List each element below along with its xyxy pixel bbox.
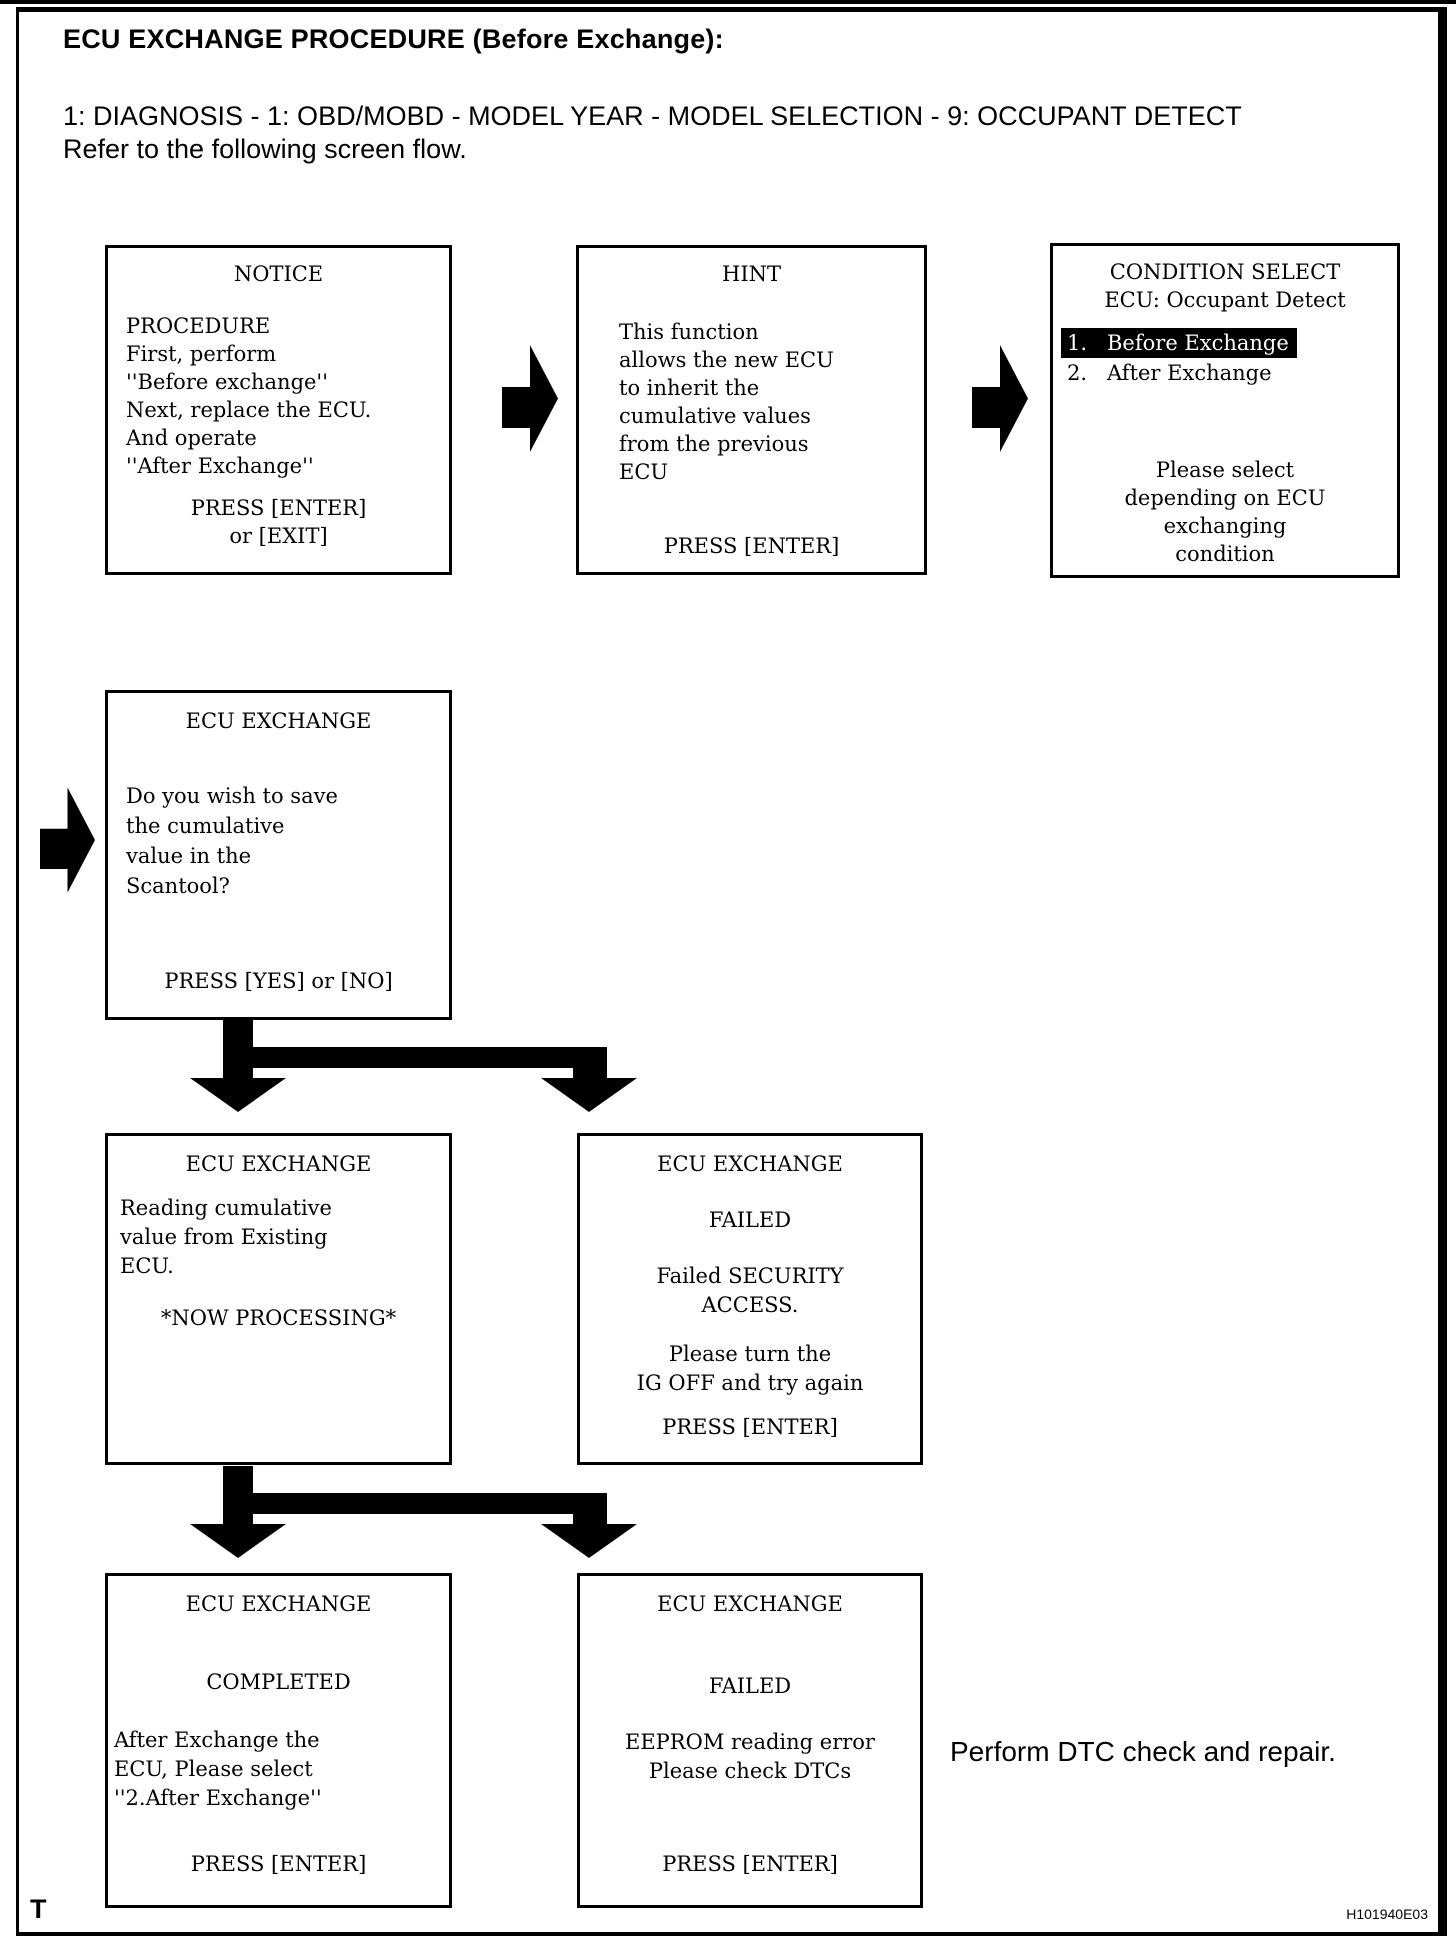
screen-body: EEPROM reading error Please check DTCs <box>625 1730 875 1783</box>
screen-notice: NOTICE PROCEDURE First, perform ''Before… <box>105 245 452 575</box>
screen-body: After Exchange the ECU, Please select ''… <box>114 1728 322 1810</box>
screen-footer: PRESS [ENTER] <box>662 1415 838 1439</box>
screen-title: ECU EXCHANGE <box>185 1152 372 1176</box>
menu-item-label: After Exchange <box>1107 361 1272 385</box>
screen-body: Reading cumulative value from Existing E… <box>120 1196 332 1278</box>
screen-body: This function allows the new ECU to inhe… <box>619 320 834 484</box>
screen-footer: PRESS [ENTER] <box>662 1852 838 1876</box>
page-frame <box>16 7 1447 1936</box>
screen-hint: HINT This function allows the new ECU to… <box>576 245 927 575</box>
condition-menu: 1. Before Exchange 2. After Exchange <box>1061 328 1389 388</box>
dtc-check-note: Perform DTC check and repair. <box>950 1736 1336 1767</box>
screen-body: Do you wish to save the cumulative value… <box>126 784 338 898</box>
menu-item-number: 1. <box>1067 331 1088 355</box>
screen-status: *NOW PROCESSING* <box>160 1306 397 1330</box>
screen-footer: PRESS [ENTER] <box>190 1852 367 1876</box>
screen-footer: PRESS [YES] or [NO] <box>164 969 393 993</box>
branch-arrow-icon <box>190 1466 637 1558</box>
screen-title: ECU EXCHANGE <box>185 709 372 733</box>
screen-result: FAILED <box>708 1208 792 1232</box>
branch-arrow-icon <box>190 1020 637 1112</box>
arrow-entry-icon <box>40 787 95 893</box>
menu-item-number: 2. <box>1067 361 1088 385</box>
page-title: ECU EXCHANGE PROCEDURE (Before Exchange)… <box>63 24 724 54</box>
screen-failed-eeprom: ECU EXCHANGE FAILED EEPROM reading error… <box>577 1573 923 1908</box>
screen-save-prompt: ECU EXCHANGE Do you wish to save the cum… <box>105 690 452 1020</box>
screen-title: HINT <box>722 262 781 286</box>
screen-body: Failed SECURITY ACCESS. <box>656 1264 844 1317</box>
page-marker: T <box>30 1894 47 1924</box>
screen-result: FAILED <box>708 1674 792 1698</box>
screen-flow-note: Refer to the following screen flow. <box>63 134 467 164</box>
menu-item-before-exchange: 1. Before Exchange <box>1061 328 1297 358</box>
screen-title: ECU EXCHANGE <box>185 1592 372 1616</box>
screen-failed-security: ECU EXCHANGE FAILED Failed SECURITY ACCE… <box>577 1133 923 1465</box>
screen-title: CONDITION SELECT <box>1109 260 1341 284</box>
screen-body: PROCEDURE First, perform ''Before exchan… <box>126 314 372 478</box>
page-top-edge <box>0 0 1456 4</box>
screen-footer: Please select depending on ECU exchangin… <box>1124 458 1326 566</box>
menu-item-label: Before Exchange <box>1107 331 1289 355</box>
screen-completed: ECU EXCHANGE COMPLETED After Exchange th… <box>105 1573 452 1908</box>
screen-title: NOTICE <box>233 262 324 286</box>
screen-reading: ECU EXCHANGE Reading cumulative value fr… <box>105 1133 452 1465</box>
menu-item-after-exchange: 2. After Exchange <box>1061 358 1280 388</box>
screen-title: ECU EXCHANGE <box>657 1152 843 1176</box>
arrow-right-icon <box>502 345 558 452</box>
screen-title: ECU EXCHANGE <box>657 1592 843 1616</box>
screen-instruction: Please turn the IG OFF and try again <box>636 1342 864 1395</box>
screen-subtitle: ECU: Occupant Detect <box>1104 288 1346 312</box>
arrow-right-icon <box>972 345 1028 452</box>
figure-id: H101940E03 <box>1346 1906 1428 1922</box>
screen-footer: PRESS [ENTER] <box>663 534 840 558</box>
screen-result: COMPLETED <box>206 1670 351 1694</box>
menu-path-breadcrumb: 1: DIAGNOSIS - 1: OBD/MOBD - MODEL YEAR … <box>63 101 1242 131</box>
screen-condition-select: CONDITION SELECT ECU: Occupant Detect 1.… <box>1050 243 1400 578</box>
screen-footer: PRESS [ENTER] or [EXIT] <box>190 496 367 548</box>
